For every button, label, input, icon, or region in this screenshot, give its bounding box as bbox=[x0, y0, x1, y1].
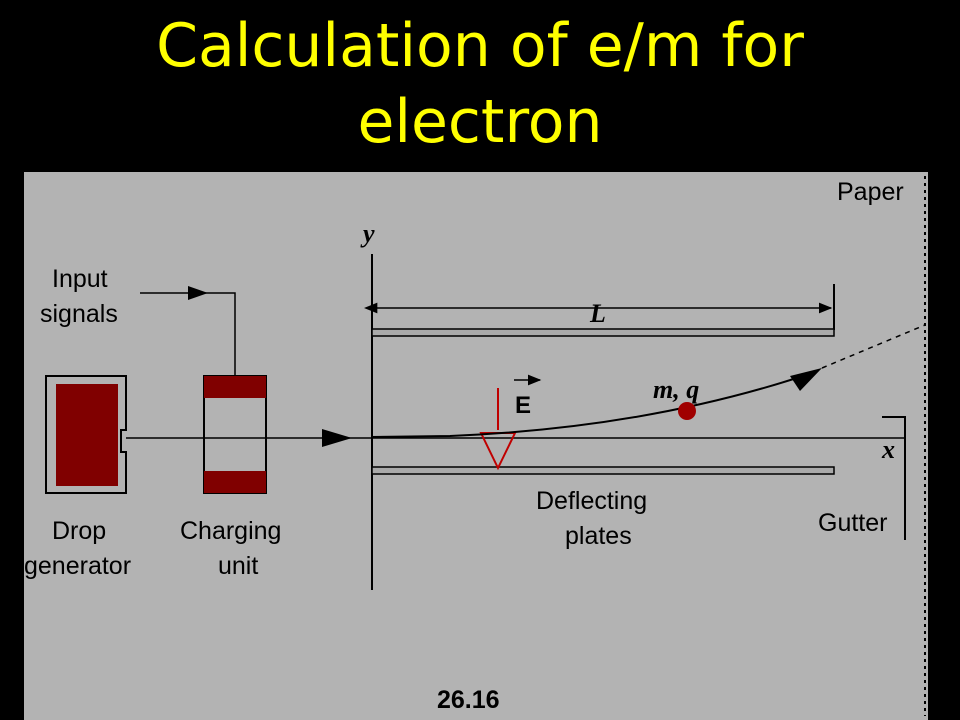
x-axis-label: x bbox=[881, 435, 895, 464]
deflecting-label-line-2: plates bbox=[565, 522, 632, 550]
drop-generator bbox=[45, 375, 127, 494]
input-signal-arrowhead bbox=[188, 286, 208, 300]
charging-label-line-2: unit bbox=[218, 552, 258, 580]
drop-label-line-1: Drop bbox=[52, 517, 106, 545]
slide-title: Calculation of e/m for electron bbox=[0, 8, 960, 160]
slide-title-line-2: electron bbox=[357, 87, 603, 157]
drop-label-line-2: generator bbox=[24, 552, 131, 580]
gutter-label: Gutter bbox=[818, 509, 887, 537]
input-label-line-2: signals bbox=[40, 300, 118, 328]
y-axis-label: y bbox=[360, 219, 375, 248]
field-label: E bbox=[515, 392, 531, 419]
figure-number: 26.16 bbox=[437, 686, 500, 714]
slide-title-line-1: Calculation of e/m for bbox=[156, 11, 804, 81]
charged-particle bbox=[678, 402, 696, 420]
particle-label: m, q bbox=[653, 375, 699, 404]
charging-label-line-1: Charging bbox=[180, 517, 281, 545]
trajectory-arrowhead bbox=[790, 368, 822, 391]
input-label-line-1: Input bbox=[52, 265, 108, 293]
trajectory-extension bbox=[821, 324, 926, 369]
input-signal-line bbox=[140, 292, 236, 376]
diagram-panel bbox=[24, 172, 928, 720]
drop-trajectory bbox=[371, 371, 816, 438]
upper-deflecting-plate bbox=[371, 328, 835, 337]
paper-label: Paper bbox=[837, 178, 904, 206]
lower-deflecting-plate bbox=[371, 466, 835, 475]
charging-unit bbox=[203, 375, 267, 494]
deflecting-label-line-1: Deflecting bbox=[536, 487, 647, 515]
length-label: L bbox=[589, 299, 606, 328]
gutter bbox=[882, 416, 906, 540]
drop-path-arrowhead bbox=[322, 429, 352, 447]
